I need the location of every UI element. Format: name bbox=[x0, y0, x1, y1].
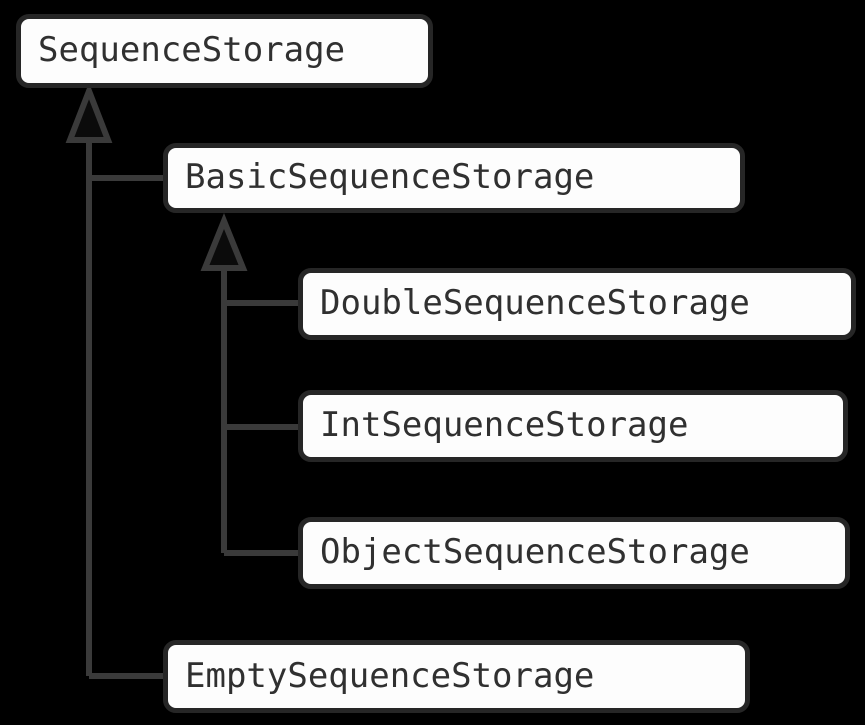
class-node-basic-sequence-storage[interactable]: BasicSequenceStorage bbox=[163, 143, 745, 213]
class-node-double-sequence-storage[interactable]: DoubleSequenceStorage bbox=[298, 268, 856, 340]
class-node-int-sequence-storage[interactable]: IntSequenceStorage bbox=[298, 390, 848, 462]
class-node-label: SequenceStorage bbox=[38, 30, 346, 71]
class-node-label: IntSequenceStorage bbox=[320, 405, 689, 446]
class-node-label: DoubleSequenceStorage bbox=[320, 283, 750, 324]
generalization-arrow-to-basic-sequence-storage bbox=[200, 212, 248, 271]
class-node-label: EmptySequenceStorage bbox=[185, 655, 595, 696]
generalization-arrow-to-sequence-storage bbox=[65, 82, 113, 143]
class-node-label: ObjectSequenceStorage bbox=[320, 532, 750, 573]
class-node-sequence-storage[interactable]: SequenceStorage bbox=[16, 14, 433, 88]
class-node-empty-sequence-storage[interactable]: EmptySequenceStorage bbox=[163, 640, 750, 713]
class-node-object-sequence-storage[interactable]: ObjectSequenceStorage bbox=[298, 517, 850, 589]
class-node-label: BasicSequenceStorage bbox=[185, 157, 595, 198]
